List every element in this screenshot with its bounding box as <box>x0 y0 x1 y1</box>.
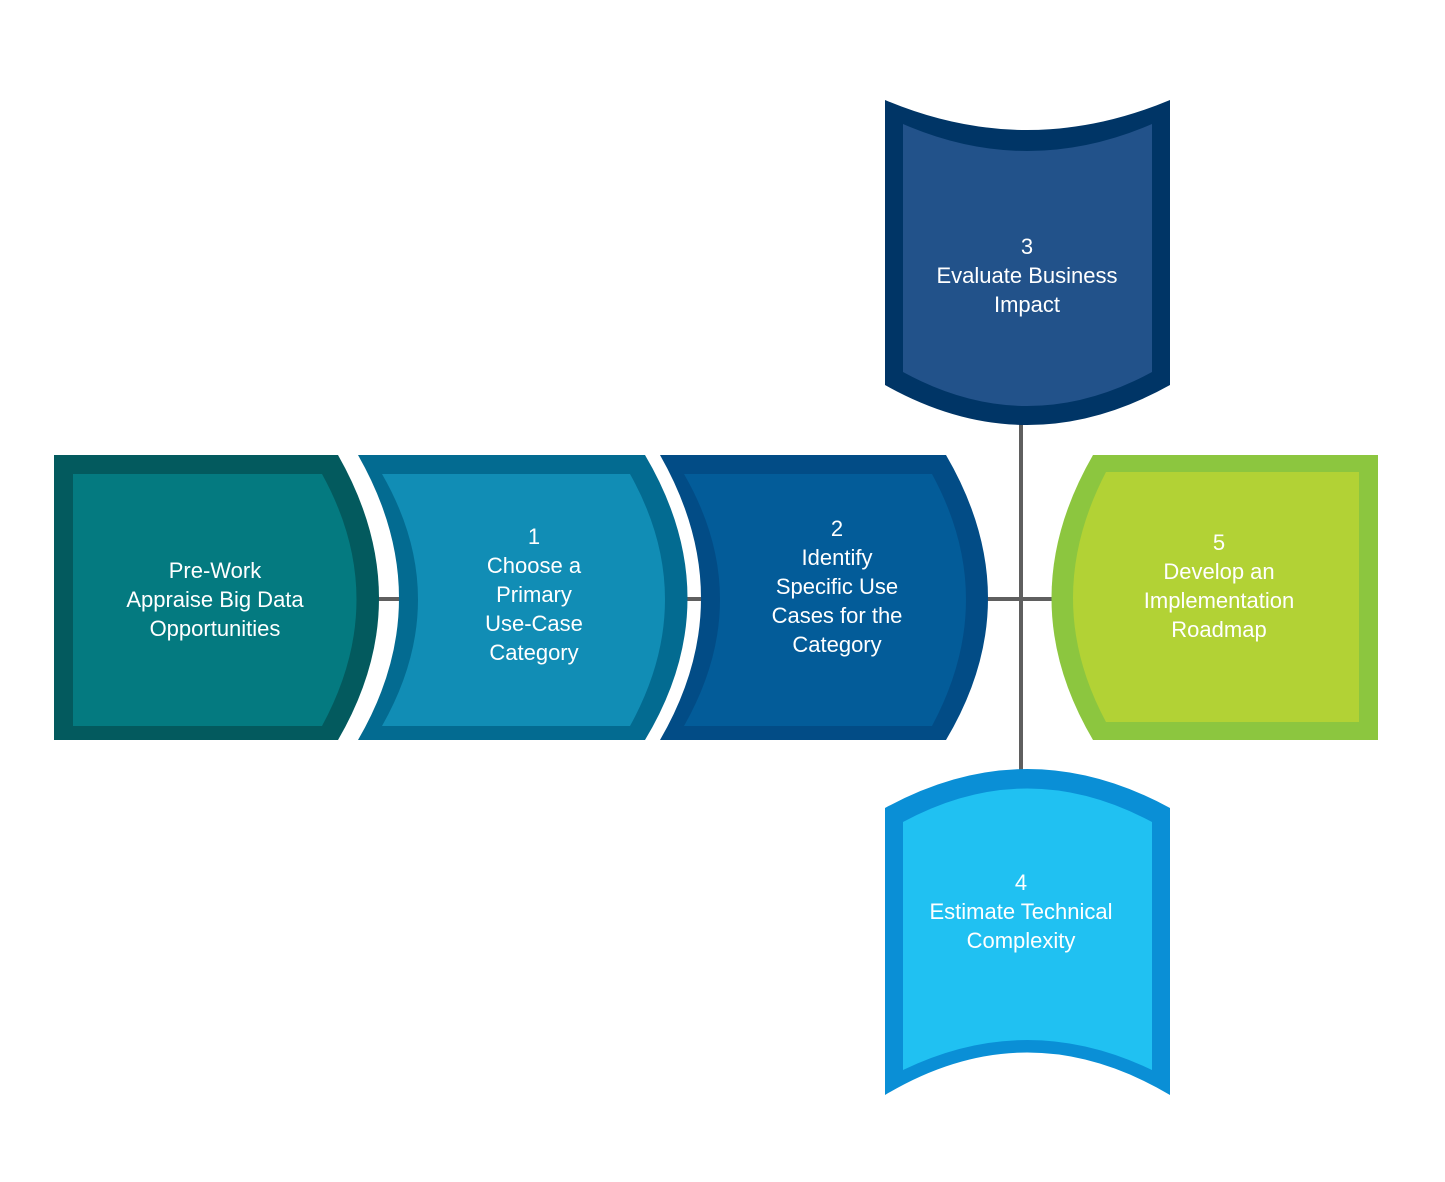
step5-label-line: Implementation <box>1144 588 1294 613</box>
step2-label-line: Identify <box>802 545 873 570</box>
node-step1-inner <box>382 474 665 726</box>
step4-label-line: Complexity <box>967 928 1076 953</box>
step1-label-line: Choose a <box>487 553 582 578</box>
prework-label-line: Opportunities <box>150 616 281 641</box>
step4-label-line: Estimate Technical <box>929 899 1112 924</box>
step2-label-line: Specific Use <box>776 574 898 599</box>
node-step3-inner <box>903 124 1152 406</box>
step5-label-line: 5 <box>1213 530 1225 555</box>
step5-label-line: Roadmap <box>1171 617 1266 642</box>
step2-label-line: Cases for the <box>772 603 903 628</box>
step3-label-line: Impact <box>994 292 1060 317</box>
step1-label-line: 1 <box>528 524 540 549</box>
prework-label-line: Appraise Big Data <box>126 587 304 612</box>
step1-label-line: Category <box>489 640 578 665</box>
node-step4-inner <box>903 788 1152 1070</box>
step1-label-line: Primary <box>496 582 572 607</box>
step4-label-line: 4 <box>1015 870 1027 895</box>
step3-label-line: 3 <box>1021 234 1033 259</box>
step1-label-line: Use-Case <box>485 611 583 636</box>
node-step5-inner <box>1073 472 1359 722</box>
step5-label-line: Develop an <box>1163 559 1274 584</box>
node-prework-inner <box>73 474 357 726</box>
step2-label-line: 2 <box>831 516 843 541</box>
prework-label-line: Pre-Work <box>169 558 262 583</box>
step2-label-line: Category <box>792 632 881 657</box>
step3-label-line: Evaluate Business <box>937 263 1118 288</box>
node-step2-inner <box>684 474 966 726</box>
